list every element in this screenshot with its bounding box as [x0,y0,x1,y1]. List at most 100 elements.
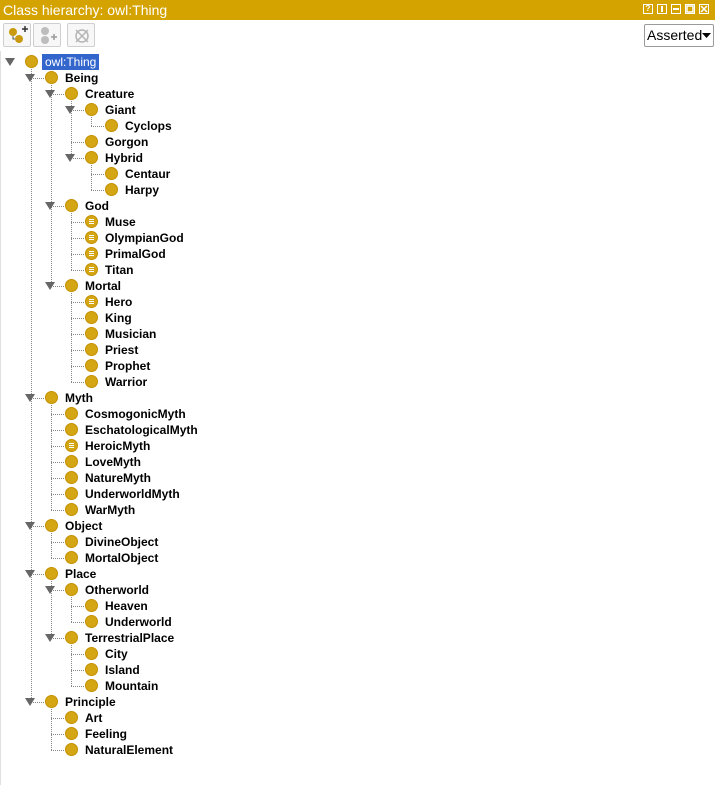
tree-connector-horizontal [51,430,64,431]
class-icon [85,615,98,628]
tree-node-label: Giant [105,103,136,117]
tree-node-label: Feeling [85,727,128,741]
maximize-icon[interactable] [685,4,695,14]
class-icon [65,423,78,436]
tree-connector-horizontal [51,414,64,415]
expand-toggle-icon[interactable] [65,106,75,114]
close-icon[interactable] [699,4,709,14]
class-icon [85,343,98,356]
class-icon [45,519,58,532]
tree-connector-vertical [71,293,72,382]
tree-node-label: Mountain [105,679,159,693]
tree-connector-horizontal [51,542,64,543]
tree-node-label: Underworld [105,615,172,629]
class-icon [85,151,98,164]
tree-connector-horizontal [51,734,64,735]
class-icon [65,199,78,212]
defined-class-icon [85,215,98,228]
tree-node-label: Creature [85,87,135,101]
tree-connector-horizontal [31,398,44,399]
tree-connector-vertical [31,69,32,702]
expand-toggle-icon[interactable] [45,202,55,210]
tree-node-label: King [105,311,132,325]
tree-node-label: Prophet [105,359,151,373]
expand-toggle-icon[interactable] [25,522,35,530]
class-icon [65,407,78,420]
class-icon [45,695,58,708]
tree-node-label: Cyclops [125,119,172,133]
expand-toggle-icon[interactable] [45,586,55,594]
tree-node-label: Principle [65,695,116,709]
class-icon [65,711,78,724]
tree-connector-horizontal [31,526,44,527]
tree-node-label: Priest [105,343,139,357]
expand-toggle-icon[interactable] [25,74,35,82]
tree-node-label: EschatologicalMyth [85,423,198,437]
defined-class-icon [85,247,98,260]
expand-toggle-icon[interactable] [5,58,15,66]
class-icon [65,551,78,564]
class-icon [65,487,78,500]
tree-connector-horizontal [71,382,84,383]
tree-node-label: owl:Thing [42,54,100,70]
tree-connector-horizontal [51,206,64,207]
tree-connector-horizontal [71,670,84,671]
defined-class-icon [65,439,78,452]
class-icon [65,471,78,484]
expand-toggle-icon[interactable] [45,634,55,642]
help-icon[interactable]: ? [643,4,653,14]
expand-toggle-icon[interactable] [45,282,55,290]
delete-class-icon [75,29,89,43]
tree-connector-horizontal [91,126,104,127]
add-subclass-button[interactable] [3,23,31,47]
delete-class-button[interactable] [67,23,95,47]
tree-connector-vertical [71,645,72,686]
add-subclass-icon [9,26,28,43]
class-icon [105,119,118,132]
tree-node-label: Being [65,71,99,85]
tree-node-label: TerrestrialPlace [85,631,175,645]
tree-node-label: Musician [105,327,157,341]
hierarchy-mode-select[interactable]: Asserted [644,24,714,47]
tree-connector-horizontal [71,622,84,623]
tree-node-label: Object [65,519,103,533]
tree-connector-vertical [51,533,52,558]
expand-toggle-icon[interactable] [25,698,35,706]
tree-connector-horizontal [71,270,84,271]
tree-connector-vertical [51,581,52,638]
expand-toggle-icon[interactable] [45,90,55,98]
tree-node-label: Muse [105,215,136,229]
expand-toggle-icon[interactable] [25,570,35,578]
add-sibling-class-button[interactable] [33,23,61,47]
split-icon[interactable] [657,4,667,14]
tree-node-label: Warrior [105,375,148,389]
tree-connector-horizontal [71,654,84,655]
tree-node-label: WarMyth [85,503,136,517]
tree-connector-horizontal [51,494,64,495]
minimize-icon[interactable] [671,4,681,14]
tree-connector-horizontal [71,366,84,367]
tree-connector-horizontal [31,574,44,575]
tree-connector-horizontal [71,350,84,351]
class-icon [105,167,118,180]
expand-toggle-icon[interactable] [65,154,75,162]
tree-connector-horizontal [51,558,64,559]
class-icon [45,391,58,404]
tree-connector-horizontal [51,510,64,511]
tree-connector-horizontal [51,94,64,95]
tree-connector-horizontal [51,462,64,463]
tree-connector-horizontal [71,254,84,255]
class-icon [85,103,98,116]
tree-connector-horizontal [31,78,44,79]
class-icon [45,71,58,84]
tree-connector-horizontal [51,590,64,591]
tree-node-label: Hero [105,295,133,309]
defined-class-icon [85,231,98,244]
tree-connector-horizontal [91,190,104,191]
class-icon [85,327,98,340]
class-icon [85,359,98,372]
class-icon [65,503,78,516]
expand-toggle-icon[interactable] [25,394,35,402]
tree-node-label: God [85,199,109,213]
